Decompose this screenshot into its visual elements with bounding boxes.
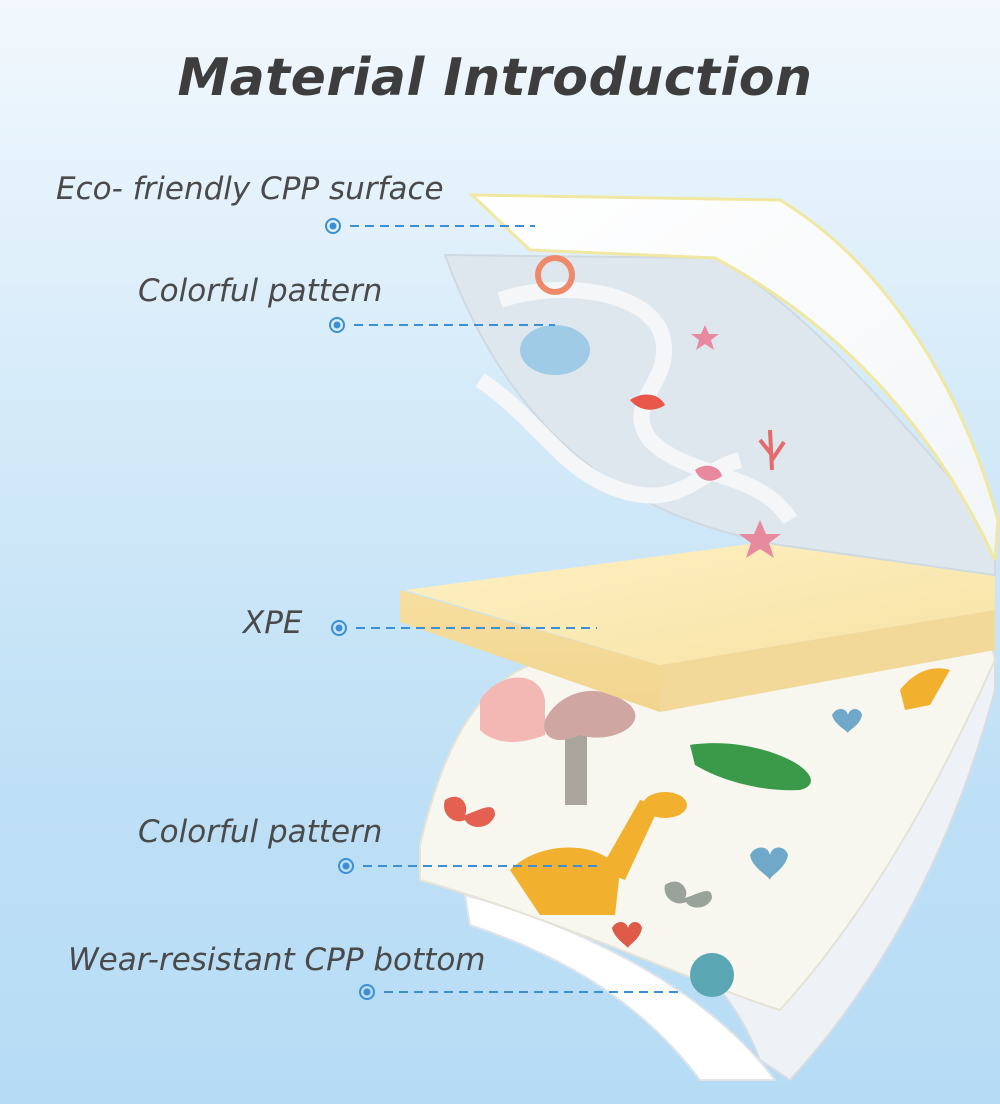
- page-title: Material Introduction: [177, 48, 813, 108]
- fish-teal: [690, 953, 734, 997]
- label-xpe: XPE: [243, 605, 303, 641]
- cpp-surface-sheet: [468, 193, 1000, 561]
- road-path: [497, 282, 797, 525]
- indicator-pattern-top: [329, 317, 555, 333]
- ring-float: [535, 255, 575, 295]
- starfish-pink: [739, 520, 781, 558]
- label-cpp-surface: Eco- friendly CPP surface: [56, 171, 444, 207]
- whale-shape: [520, 325, 590, 375]
- heart-blue-2: [832, 709, 862, 733]
- giraffe-body: [510, 847, 620, 915]
- butterfly-red: [444, 796, 495, 827]
- fish-red: [630, 394, 665, 410]
- giraffe-right: [900, 668, 950, 710]
- giraffe-head: [643, 792, 687, 818]
- giraffe-neck: [600, 800, 660, 880]
- indicator-surface: [325, 218, 535, 234]
- label-cpp-bottom: Wear-resistant CPP bottom: [68, 942, 486, 978]
- coral: [758, 429, 786, 471]
- indicator-pattern-bottom: [338, 858, 600, 874]
- heart-red: [612, 922, 642, 948]
- crocodile-shape: [690, 743, 811, 791]
- label-colorful-pattern-bottom: Colorful pattern: [138, 814, 383, 850]
- xpe-foam-top: [405, 540, 995, 665]
- butterfly-gray: [664, 881, 712, 908]
- indicator-xpe: [331, 620, 597, 636]
- tree-trunk: [565, 735, 587, 805]
- xpe-foam-side: [660, 610, 995, 712]
- xpe-foam-front: [400, 590, 660, 712]
- indicator-bottom: [359, 984, 682, 1000]
- starfish-pink-2: [691, 325, 719, 350]
- label-colorful-pattern-top: Colorful pattern: [138, 273, 383, 309]
- tree-leaves: [544, 690, 636, 740]
- heart-blue: [750, 847, 788, 880]
- elephant-shape: [480, 677, 545, 742]
- fish-pink: [695, 465, 722, 481]
